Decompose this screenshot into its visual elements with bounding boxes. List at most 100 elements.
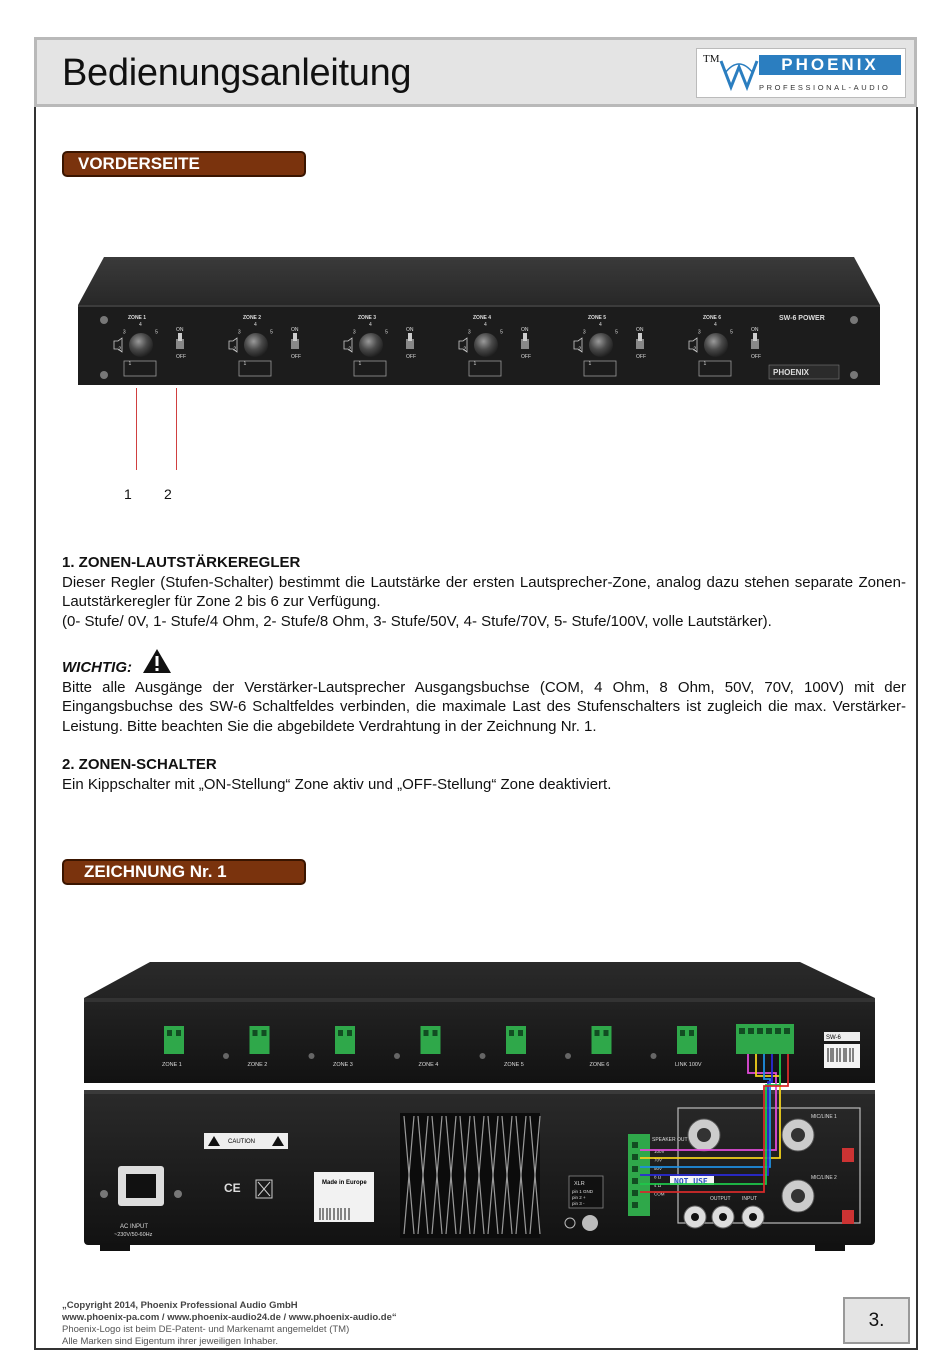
knob-step-label: 2 bbox=[348, 347, 351, 353]
off-label: OFF bbox=[176, 354, 186, 360]
knob-step-label: 1 bbox=[474, 361, 477, 367]
ground-screw bbox=[582, 1215, 598, 1231]
instructions-text: 1. ZONEN-LAUTSTÄRKEREGLER Dieser Regler … bbox=[62, 553, 906, 794]
warning-icon bbox=[143, 649, 172, 673]
knob-step-label: 2 bbox=[578, 347, 581, 353]
knob-step-label: 1 bbox=[244, 361, 247, 367]
rear-zone-label: ZONE 6 bbox=[590, 1062, 610, 1068]
heading-zone-switch: 2. ZONEN-SCHALTER bbox=[62, 756, 217, 773]
io-panel bbox=[677, 1107, 861, 1224]
front-brand-label: PHOENIX bbox=[773, 368, 810, 377]
logo-wave-icon bbox=[719, 60, 759, 92]
speaker-icon bbox=[343, 337, 353, 353]
speaker-icon bbox=[458, 337, 468, 353]
rear-zone-label: ZONE 4 bbox=[419, 1062, 439, 1068]
paragraph-volume-desc: Dieser Regler (Stufen-Schalter) bestimmt… bbox=[62, 573, 906, 611]
volume-knob bbox=[474, 333, 498, 357]
front-zone-label: ZONE 6 bbox=[703, 315, 721, 321]
callout-line-1 bbox=[136, 388, 137, 470]
tap-label: 70V bbox=[654, 1158, 662, 1163]
sw6-sticker bbox=[824, 1032, 860, 1041]
on-label: ON bbox=[291, 327, 299, 333]
volume-knob bbox=[129, 333, 153, 357]
rear-zone-5: ZONE 5 bbox=[504, 1026, 571, 1068]
off-label: OFF bbox=[406, 354, 416, 360]
knob-step-label: 2 bbox=[463, 347, 466, 353]
rear-zone-6: ZONE 6 bbox=[590, 1026, 657, 1068]
rear-zone-1: ZONE 1 bbox=[162, 1026, 229, 1068]
knob-step-label: 3 bbox=[353, 330, 356, 336]
zone-label-field bbox=[698, 360, 732, 377]
speaker-icon bbox=[573, 337, 583, 353]
footer-brands: Alle Marken sind Eigentum ihrer jeweilig… bbox=[62, 1336, 278, 1347]
on-label: ON bbox=[636, 327, 644, 333]
knob-step-label: 5 bbox=[270, 330, 273, 336]
knob-step-label: 4 bbox=[484, 322, 487, 328]
trademark-symbol: TM bbox=[703, 53, 720, 65]
knob-step-label: 5 bbox=[500, 330, 503, 336]
paragraph-important: Bitte alle Ausgänge der Verstärker-Lauts… bbox=[62, 678, 906, 735]
not-use-label bbox=[670, 1176, 714, 1185]
knob-step-label: 3 bbox=[238, 330, 241, 336]
section-badge-zeichnung: ZEICHNUNG Nr. 1 bbox=[62, 859, 306, 885]
knob-step-label: 3 bbox=[698, 330, 701, 336]
rear-zone-4: ZONE 4 bbox=[419, 1026, 486, 1068]
footer-websites: www.phoenix-pa.com / www.phoenix-audio24… bbox=[62, 1312, 397, 1323]
wiring-lines bbox=[640, 1054, 789, 1193]
ce-mark: CE bbox=[224, 1181, 241, 1195]
knob-step-label: 4 bbox=[599, 322, 602, 328]
zone-label-field bbox=[238, 360, 272, 377]
xlr-info-box bbox=[568, 1175, 604, 1209]
tap-label: COM bbox=[654, 1192, 665, 1197]
tap-label: 50V bbox=[654, 1166, 662, 1171]
volume-knob bbox=[359, 333, 383, 357]
tap-label: 8 Ω bbox=[654, 1175, 662, 1180]
front-zone-label: ZONE 2 bbox=[243, 315, 261, 321]
toggle-switch bbox=[406, 339, 414, 349]
on-label: ON bbox=[521, 327, 529, 333]
footer-trademark: Phoenix-Logo ist beim DE-Patent- und Mar… bbox=[62, 1324, 350, 1335]
on-label: ON bbox=[406, 327, 414, 333]
barcode-sticker bbox=[824, 1044, 860, 1068]
toggle-switch bbox=[751, 339, 759, 349]
made-in-text: Made in Europe bbox=[322, 1180, 367, 1186]
knob-step-label: 3 bbox=[123, 330, 126, 336]
knob-step-label: 5 bbox=[615, 330, 618, 336]
speaker-icon bbox=[228, 337, 238, 353]
front-model-label: SW-6 POWER bbox=[779, 315, 825, 322]
knob-step-label: 2 bbox=[693, 347, 696, 353]
page-number: 3. bbox=[843, 1297, 910, 1344]
knob-step-label: 1 bbox=[589, 361, 592, 367]
volume-knob bbox=[244, 333, 268, 357]
not-use-text: NOT USE bbox=[674, 1177, 708, 1186]
ac-input-label: AC INPUT bbox=[120, 1224, 148, 1230]
heading-volume-control: 1. ZONEN-LAUTSTÄRKEREGLER bbox=[62, 554, 301, 571]
knob-step-label: 4 bbox=[254, 322, 257, 328]
knob-step-label: 4 bbox=[714, 322, 717, 328]
front-panel-image: ZONE 1 1 2 3 4 5 ON OFF ZONE 2 1 2 3 4 5 ON OFF ZONE 3 1 2… bbox=[78, 257, 880, 385]
caution-label bbox=[204, 1133, 288, 1149]
xlr-pin2: pin 2 + bbox=[572, 1195, 586, 1200]
knob-step-label: 4 bbox=[369, 322, 372, 328]
zone-label-field bbox=[123, 360, 157, 377]
knob-step-label: 1 bbox=[704, 361, 707, 367]
logo-subtitle: PROFESSIONAL-AUDIO bbox=[759, 83, 891, 92]
important-label: WICHTIG: bbox=[62, 659, 132, 676]
toggle-switch bbox=[636, 339, 644, 349]
caution-text: CAUTION bbox=[228, 1139, 255, 1145]
on-label: ON bbox=[751, 327, 759, 333]
rear-zone-label: LINK 100V bbox=[675, 1062, 702, 1068]
volume-knob bbox=[704, 333, 728, 357]
footer-copyright: „Copyright 2014, Phoenix Professional Au… bbox=[62, 1300, 298, 1311]
knob-step-label: 2 bbox=[118, 347, 121, 353]
front-zone-label: ZONE 3 bbox=[358, 315, 376, 321]
phoenix-logo: TM PHOENIX PROFESSIONAL-AUDIO bbox=[696, 48, 906, 98]
front-zone-label: ZONE 1 bbox=[128, 315, 146, 321]
logo-brand: PHOENIX bbox=[759, 55, 901, 75]
mic-line-2-label: MIC/LINE 2 bbox=[811, 1175, 837, 1181]
callout-line-2 bbox=[176, 388, 177, 470]
